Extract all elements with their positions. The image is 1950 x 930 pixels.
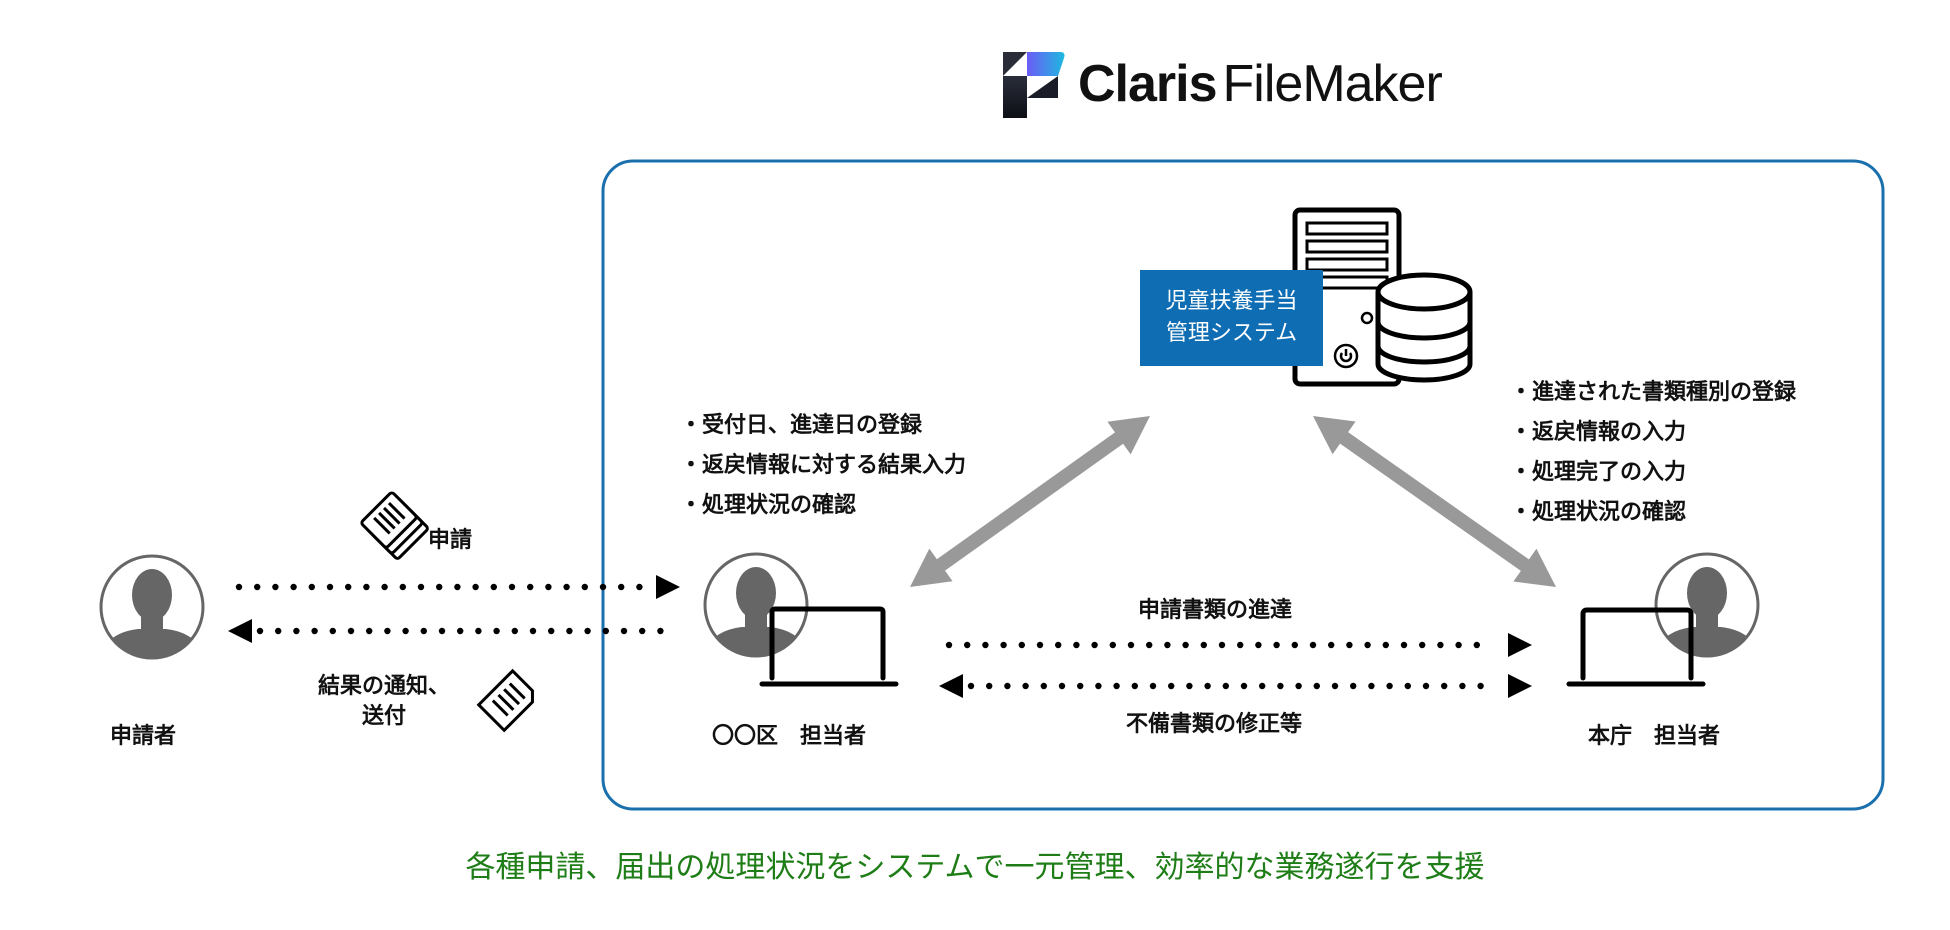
- arrowhead-left: [228, 619, 252, 643]
- hq-staff-avatar-icon: [1654, 552, 1760, 658]
- ward-task-item: 処理状況の確認: [680, 486, 966, 526]
- applicant-label: 申請者: [110, 724, 177, 749]
- correction-label: 不備書類の修正等: [1126, 712, 1303, 737]
- hq-task-item: 進達された書類種別の登録: [1510, 373, 1796, 413]
- brand-light: FileMaker: [1222, 55, 1443, 113]
- document-icon: [476, 668, 534, 733]
- arrowhead-right: [1508, 633, 1532, 657]
- result-notice-line2: 送付: [362, 704, 407, 729]
- claris-logo-icon: [1003, 52, 1065, 118]
- system-boundary-box: [601, 159, 1885, 811]
- dotted-arrow-application: [235, 575, 680, 599]
- double-arrow-ward-system: [910, 416, 1150, 587]
- arrowhead-right: [656, 575, 680, 599]
- application-label: 申請: [428, 528, 473, 553]
- laptop-icon: [1566, 607, 1706, 687]
- tagline: 各種申請、届出の処理状況をシステムで一元管理、効率的な業務遂行を支援: [465, 850, 1485, 885]
- double-arrow-hq-system: [1313, 416, 1556, 587]
- arrowhead-left: [939, 674, 963, 698]
- dotted-arrow-correction: [939, 674, 1532, 698]
- hq-task-item: 返戻情報の入力: [1510, 413, 1796, 453]
- hq-task-list: 進達された書類種別の登録 返戻情報の入力 処理完了の入力 処理状況の確認: [1510, 373, 1796, 533]
- dotted-arrow-forward: [945, 633, 1532, 657]
- hq-staff-label: 本庁 担当者: [1588, 724, 1721, 749]
- dotted-arrow-result: [228, 619, 664, 643]
- ward-task-item: 返戻情報に対する結果入力: [680, 446, 966, 486]
- laptop-icon: [759, 606, 899, 687]
- result-notice-line1: 結果の通知、: [318, 674, 451, 699]
- ward-staff-label: 〇〇区 担当者: [712, 724, 867, 749]
- hq-task-item: 処理完了の入力: [1510, 453, 1796, 493]
- hq-task-item: 処理状況の確認: [1510, 493, 1796, 533]
- arrowhead-right: [1508, 674, 1532, 698]
- database-icon: [1375, 272, 1473, 383]
- ward-task-list: 受付日、進達日の登録 返戻情報に対する結果入力 処理状況の確認: [680, 406, 966, 526]
- applicant-avatar-icon: [99, 554, 205, 660]
- documents-stack-icon: [360, 491, 429, 560]
- brand-bold: Claris: [1078, 55, 1218, 113]
- system-name-label: 児童扶養手当 管理システム: [1140, 270, 1323, 366]
- forward-label: 申請書類の進達: [1138, 598, 1293, 623]
- ward-task-item: 受付日、進達日の登録: [680, 406, 966, 446]
- system-name-line2: 管理システム: [1165, 321, 1298, 346]
- system-name-line1: 児童扶養手当: [1165, 289, 1298, 314]
- result-notice-label: 結果の通知、 送付: [318, 672, 450, 732]
